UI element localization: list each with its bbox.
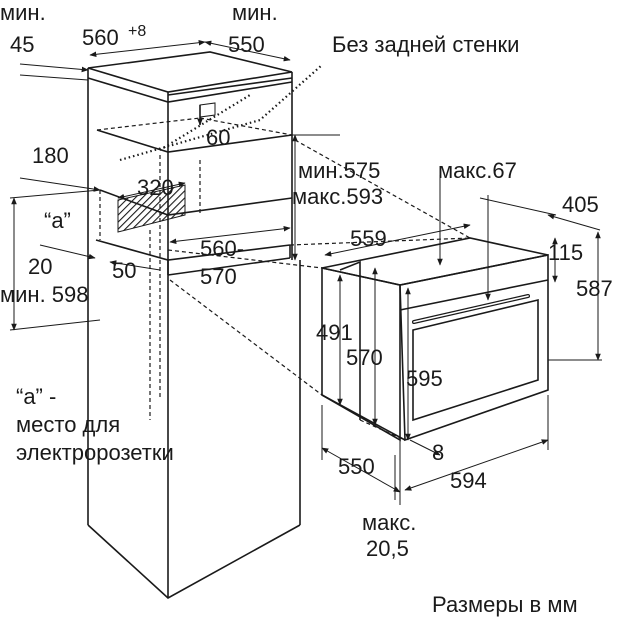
label-320: 320 — [137, 175, 174, 200]
label-560-tolerance: +8 — [128, 23, 146, 40]
note-a-line3: электророзетки — [16, 440, 174, 465]
oven-door-window — [412, 298, 539, 422]
dimension-labels: мин. мин. 45 560 +8 550 Без задней стенк… — [0, 0, 613, 617]
tall-cabinet — [87, 51, 301, 599]
label-560-570-line1: 560- — [200, 236, 244, 261]
built-in-oven — [321, 237, 549, 442]
label-180: 180 — [32, 143, 69, 168]
label-550-bottom: 550 — [338, 454, 375, 479]
label-560-570-line2: 570 — [200, 264, 237, 289]
label-max-20-5-line2: 20,5 — [366, 536, 409, 561]
label-594: 594 — [450, 468, 487, 493]
label-no-back-wall: Без задней стенки — [332, 32, 519, 57]
label-a-mark: “а” — [44, 208, 71, 233]
label-405: 405 — [562, 192, 599, 217]
label-45: 45 — [10, 32, 34, 57]
label-20: 20 — [28, 254, 52, 279]
note-a-line2: место для — [16, 412, 120, 437]
label-min-top-left: мин. — [0, 0, 46, 25]
label-max-20-5-line1: макс. — [362, 510, 416, 535]
label-min598: мин. 598 — [0, 282, 89, 307]
label-max67: макс.67 — [438, 158, 517, 183]
oven-front — [399, 254, 549, 442]
label-min-top-right: мин. — [232, 0, 278, 25]
note-a-line1: “а” - — [16, 384, 56, 409]
label-570: 570 — [346, 345, 383, 370]
label-595: 595 — [406, 366, 443, 391]
label-491: 491 — [316, 320, 353, 345]
label-min575: мин.575 — [298, 158, 380, 183]
label-50: 50 — [112, 258, 136, 283]
label-max593: макс.593 — [292, 184, 383, 209]
label-115: 115 — [548, 240, 583, 265]
label-550-top: 550 — [228, 32, 265, 57]
label-560: 560 — [82, 25, 119, 50]
label-587: 587 — [576, 276, 613, 301]
label-60: 60 — [206, 125, 230, 150]
label-8: 8 — [432, 440, 444, 465]
label-559: 559 — [350, 226, 387, 251]
dimension-lines — [9, 39, 602, 505]
units-note: Размеры в мм — [432, 592, 578, 617]
cabinet-top — [87, 51, 293, 93]
